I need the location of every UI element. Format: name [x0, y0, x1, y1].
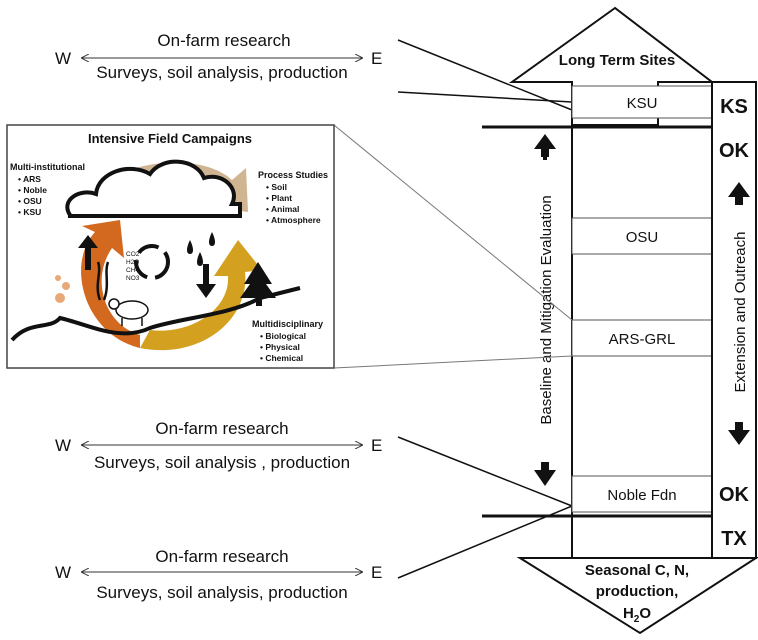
surveys-label: Surveys, soil analysis , production	[94, 453, 350, 472]
gas-label: H2O	[126, 259, 139, 266]
baseline-up-arrow	[534, 134, 556, 157]
inset-zoom-line-top	[333, 124, 573, 321]
state-ok-bottom: OK	[719, 484, 750, 506]
gas-label: CH4	[126, 267, 139, 274]
west-label: W	[55, 49, 71, 68]
east-label: E	[371, 563, 382, 582]
long-term-column: Long Term Sites Seasonal C, N, productio…	[482, 6, 758, 635]
multi-institutional-heading: Multi-institutional	[10, 162, 85, 172]
raindrop-icon	[197, 252, 203, 266]
state-ok-top: OK	[719, 140, 750, 162]
gas-label: NO3	[126, 275, 140, 282]
up-arrow-head	[508, 6, 715, 126]
site-ksu: KSU	[627, 95, 658, 112]
mi-item: • Noble	[18, 185, 47, 195]
raindrop-icon	[187, 240, 193, 254]
ps-item: • Atmosphere	[266, 215, 321, 225]
east-label: E	[371, 49, 382, 68]
gold-cycle-arrow	[140, 240, 262, 351]
multidisciplinary-heading: Multidisciplinary	[252, 319, 323, 329]
survey-row-2: W On-farm research E Surveys, soil analy…	[55, 419, 382, 472]
west-label: W	[55, 563, 71, 582]
state-ks: KS	[720, 96, 748, 118]
outreach-up-arrow	[728, 182, 750, 205]
on-farm-label: On-farm research	[157, 31, 290, 50]
on-farm-label: On-farm research	[155, 547, 288, 566]
baseline-down-arrow	[534, 462, 556, 486]
ecosystem-illustration: CO2 H2O CH4 NO3	[10, 159, 301, 351]
baseline-label: Baseline and Mitigation Evaluation	[538, 195, 555, 424]
seasonal-label-2: production,	[596, 583, 679, 600]
cloud-icon	[65, 159, 242, 218]
west-label: W	[55, 436, 71, 455]
gas-label: CO2	[126, 251, 140, 258]
seasonal-label-3: H2O	[623, 605, 651, 625]
long-term-sites-label: Long Term Sites	[559, 52, 675, 69]
inset-intensive-campaigns: Intensive Field Campaigns Multi-institut…	[6, 124, 335, 369]
bubble-icon	[55, 275, 61, 281]
process-studies-heading: Process Studies	[258, 170, 328, 180]
recycle-icon	[134, 244, 170, 280]
mi-item: • ARS	[18, 174, 41, 184]
surveys-label: Surveys, soil analysis, production	[96, 583, 347, 602]
on-farm-label: On-farm research	[155, 419, 288, 438]
inset-title: Intensive Field Campaigns	[88, 131, 252, 146]
md-item: • Physical	[260, 342, 300, 352]
bubble-icon	[55, 293, 65, 303]
inset-zoom-line-bottom	[333, 355, 573, 369]
mi-item: • KSU	[18, 207, 41, 217]
md-item: • Chemical	[260, 353, 303, 363]
site-osu: OSU	[626, 229, 659, 246]
ps-item: • Animal	[266, 204, 299, 214]
site-ars-grl: ARS-GRL	[609, 331, 676, 348]
surveys-label: Surveys, soil analysis, production	[96, 63, 347, 82]
cow-icon	[115, 300, 149, 320]
survey-row-1: W On-farm research E Surveys, soil analy…	[55, 31, 382, 82]
orange-cycle-arrow	[81, 220, 140, 348]
down-arrow-icon	[196, 264, 216, 298]
ps-item: • Soil	[266, 182, 287, 192]
mi-item: • OSU	[18, 196, 42, 206]
survey-row-3: W On-farm research E Surveys, soil analy…	[55, 547, 382, 602]
seasonal-label-1: Seasonal C, N,	[585, 562, 689, 579]
state-tx: TX	[721, 528, 747, 550]
plant-icon	[96, 261, 110, 301]
raindrop-icon	[209, 232, 215, 246]
up-arrow-icon	[78, 235, 98, 270]
ground-line	[10, 286, 301, 342]
connector-lines	[397, 39, 573, 579]
outreach-label: Extension and Outreach	[732, 232, 749, 393]
ps-item: • Plant	[266, 193, 292, 203]
outreach-down-arrow	[728, 422, 750, 445]
site-noble-fdn: Noble Fdn	[607, 487, 676, 504]
bubble-icon	[62, 282, 70, 290]
md-item: • Biological	[260, 331, 306, 341]
tree-icon	[240, 262, 276, 306]
east-label: E	[371, 436, 382, 455]
